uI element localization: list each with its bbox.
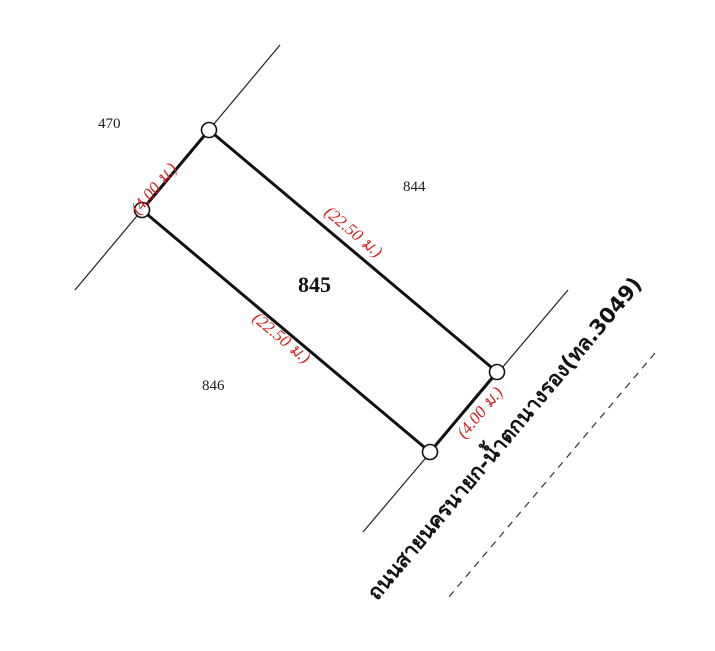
dimension-bottom-long: (22.50 ม.)	[249, 308, 315, 367]
neighbor-parcel-470: 470	[98, 116, 121, 132]
corner-marker-north[interactable]	[200, 121, 218, 139]
corner-marker-west[interactable]	[133, 201, 151, 219]
dimension-top-short: (4.00 ม.)	[127, 159, 181, 218]
road-edge-dashed-line	[447, 352, 656, 599]
neighbor-parcel-846: 846	[202, 378, 225, 394]
corner-marker-east[interactable]	[488, 363, 506, 381]
main-parcel-number: 845	[298, 272, 331, 297]
neighbor-parcel-844: 844	[403, 179, 426, 195]
corner-marker-south[interactable]	[421, 443, 439, 461]
road-name-label: ถนนสายนครนายก-น้ำตกนางรอง(ทล.3049)	[360, 270, 647, 605]
